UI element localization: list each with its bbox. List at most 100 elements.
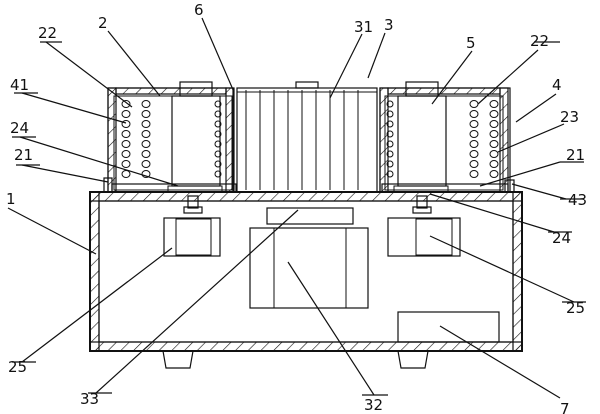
left-cylinder xyxy=(171,95,221,187)
left-heater-divider xyxy=(225,87,235,193)
leader-1 xyxy=(7,207,97,255)
right-cylinder-cap xyxy=(405,81,439,97)
left-heater-inner xyxy=(113,95,233,191)
leader-4 xyxy=(515,93,557,123)
label-24-left: 24 xyxy=(10,119,29,137)
right-coil-23 xyxy=(469,110,479,118)
right-coil-outer xyxy=(489,140,499,148)
left-coil-22 xyxy=(141,140,151,148)
right-coil-outer xyxy=(489,150,499,158)
left-coil-inner xyxy=(214,140,222,148)
right-coil-inner xyxy=(386,150,394,158)
right-motor-25 xyxy=(387,217,461,257)
leader-3 xyxy=(367,32,386,79)
left-coupling xyxy=(183,206,203,214)
label-7: 7 xyxy=(560,400,570,414)
central-block-3 xyxy=(236,87,378,193)
label-22-right: 22 xyxy=(530,32,549,50)
leader-23 xyxy=(497,123,565,153)
left-shaft xyxy=(187,195,199,209)
plate-33 xyxy=(266,207,354,225)
base-bottom-wall xyxy=(89,341,523,352)
label-6: 6 xyxy=(194,1,204,19)
structure-layer xyxy=(89,81,523,369)
right-coil-23 xyxy=(469,100,479,108)
left-coil-22 xyxy=(141,110,151,118)
left-coil-41 xyxy=(121,160,131,168)
leader-21l xyxy=(21,164,109,183)
right-foot xyxy=(397,350,429,369)
central-unit-bracket-left xyxy=(249,227,275,309)
left-coil-41 xyxy=(121,120,131,128)
right-coil-23 xyxy=(469,130,479,138)
right-coil-23 xyxy=(469,170,479,178)
left-foot xyxy=(162,350,194,369)
right-cylinder-5 xyxy=(397,95,447,187)
label-23: 23 xyxy=(560,108,579,126)
left-coil-inner xyxy=(214,110,222,118)
left-coil-41 xyxy=(121,110,131,118)
left-coil-inner xyxy=(214,120,222,128)
right-coil-outer xyxy=(489,110,499,118)
base-top-wall xyxy=(89,191,523,202)
leader-24l xyxy=(19,136,179,187)
right-heater-wall xyxy=(499,87,509,193)
left-coil-22 xyxy=(141,170,151,178)
right-coil-outer xyxy=(489,170,499,178)
leader-22l xyxy=(45,41,133,108)
right-coil-inner xyxy=(386,110,394,118)
right-plate-24 xyxy=(393,185,449,193)
left-coil-22 xyxy=(141,150,151,158)
label-21-right: 21 xyxy=(566,146,585,164)
label-22-left: 22 xyxy=(38,24,57,42)
leader-7 xyxy=(439,325,561,399)
label-4: 4 xyxy=(552,76,562,94)
leader-2 xyxy=(107,30,161,97)
right-coil-inner xyxy=(386,100,394,108)
leader-5 xyxy=(431,50,473,105)
left-coil-41 xyxy=(121,140,131,148)
right-coil-inner xyxy=(386,170,394,178)
right-motor-inner xyxy=(415,218,453,256)
right-coil-outer xyxy=(489,120,499,128)
left-coil-22 xyxy=(141,100,151,108)
right-base-plate-21 xyxy=(381,183,509,193)
leader-6 xyxy=(201,17,235,93)
central-unit-bracket-right xyxy=(345,227,369,309)
central-unit-32 xyxy=(249,227,369,309)
left-cylinder-cap xyxy=(179,81,213,97)
right-coil-inner xyxy=(386,120,394,128)
leader-21r xyxy=(479,161,561,187)
leader-43 xyxy=(511,183,567,200)
left-coil-41 xyxy=(121,100,131,108)
left-coil-41 xyxy=(121,130,131,138)
left-coil-22 xyxy=(141,160,151,168)
label-5: 5 xyxy=(466,34,476,52)
base-left-wall xyxy=(89,191,100,352)
left-coil-41 xyxy=(121,170,131,178)
leader-25l xyxy=(21,247,173,363)
base-outline xyxy=(89,191,523,352)
left-coil-inner xyxy=(214,160,222,168)
leader-25r xyxy=(429,235,575,303)
left-coil-inner xyxy=(214,100,222,108)
label-2: 2 xyxy=(98,14,108,32)
leader-33 xyxy=(95,209,299,394)
left-heater-wall xyxy=(107,87,117,193)
right-coil-inner xyxy=(386,130,394,138)
label-3: 3 xyxy=(384,16,394,34)
label-24-right: 24 xyxy=(552,229,571,247)
right-coil-23 xyxy=(469,140,479,148)
left-coil-inner xyxy=(214,150,222,158)
left-coil-22 xyxy=(141,130,151,138)
label-25-right: 25 xyxy=(566,299,585,317)
box-7 xyxy=(397,311,500,343)
right-coil-23 xyxy=(469,160,479,168)
left-plate-24 xyxy=(167,185,223,193)
right-heater-inner xyxy=(384,95,504,191)
leader-32 xyxy=(287,261,375,396)
left-heater-top-22 xyxy=(115,87,227,95)
leader-31 xyxy=(329,33,363,99)
